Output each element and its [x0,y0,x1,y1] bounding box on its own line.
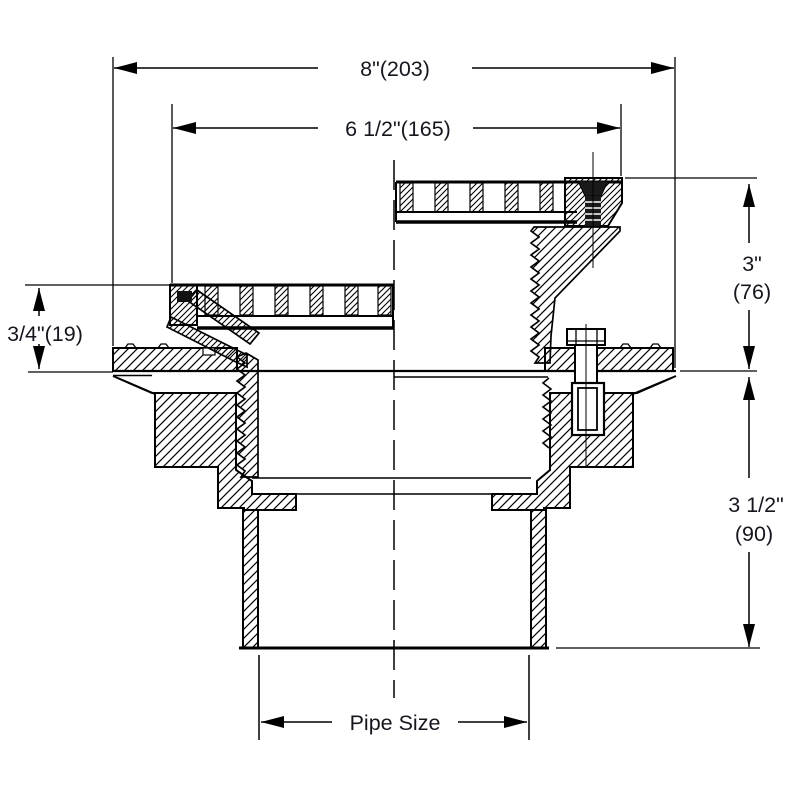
arrowhead [33,288,45,311]
body-right-section [491,375,677,511]
overall-width-dimension: 8"(203) [112,57,676,368]
collar-funnel-lower [165,315,248,369]
body-height-dimension: 3 1/2" (90) [556,377,784,649]
arrowhead [33,346,45,369]
dim-label-adjustment-mm: (76) [733,280,771,304]
arrowhead [504,716,527,728]
frame-notch [177,291,192,302]
outlet-pipe-wall-right [530,509,547,649]
clamp-ring-right-section [544,347,674,372]
arrowhead [743,346,755,369]
body-left-section [112,375,297,511]
arrowhead [597,122,620,134]
arrowhead [651,62,674,74]
dim-label-body-inches: 3 1/2" [728,493,783,517]
dim-label-adjustment-inches: 3" [742,252,762,276]
clamp-bolt [566,324,606,468]
ring-lug-right [619,343,662,349]
adjustment-height-dimension: 3" (76) [625,177,771,372]
adjustable-collar-lowered [235,352,259,478]
clamp-ring-right [544,343,674,372]
grate-bars-raised [399,182,554,213]
strainer-lowered [165,283,394,478]
arrowhead [743,377,755,400]
ring-lug-left [124,343,170,349]
dim-label-minimum-adjustment: 3/4"(19) [7,322,83,346]
pipe-size-dimension: Pipe Size [258,655,530,740]
dim-label-overall-width: 8"(203) [360,57,430,81]
arrowhead [261,716,284,728]
arrowhead [173,122,196,134]
drain-body [112,375,677,650]
outlet-pipe-wall-left [242,509,259,649]
arrowhead [743,184,755,207]
adjustable-collar-raised [529,226,621,364]
grate-bars-lowered [204,285,392,316]
arrowhead [114,62,137,74]
dim-label-strainer-width: 6 1/2"(165) [345,117,451,141]
strainer-width-dimension: 6 1/2"(165) [171,104,622,283]
arrowhead [743,624,755,647]
securing-screw [577,152,609,268]
body-internal-threads [541,377,553,449]
dim-label-body-mm: (90) [735,522,773,546]
strainer-raised [395,152,623,364]
bolt-nut-inner [577,387,598,431]
dim-label-pipe-size: Pipe Size [350,711,441,735]
minimum-adjustment-dimension: 3/4"(19) [7,284,170,373]
